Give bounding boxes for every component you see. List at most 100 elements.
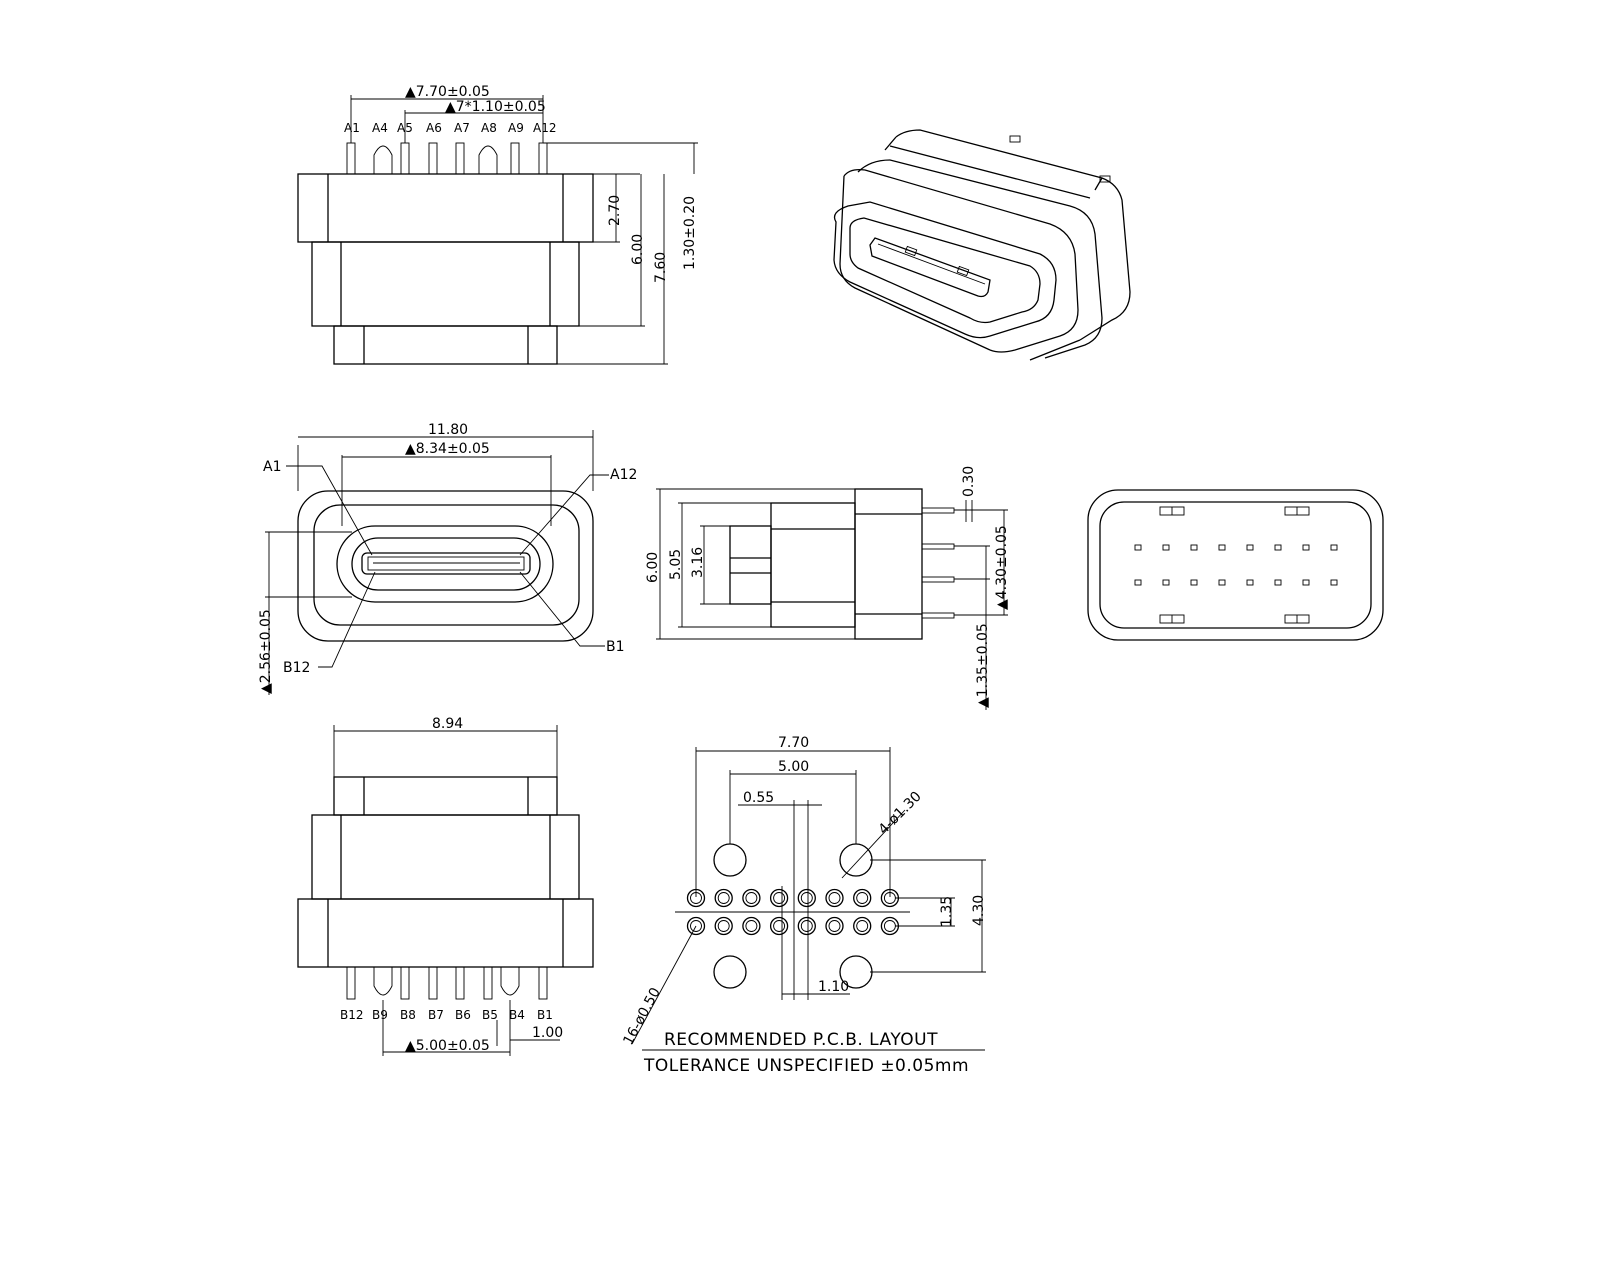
top-view: A1 A4 A5 A6 A7 A8 A9 A12 ▲7.70±0.05 ▲7*1… — [297, 84, 698, 365]
rear-view — [1087, 489, 1384, 641]
pin-shape — [500, 967, 520, 996]
pin-hole-inner — [773, 892, 786, 904]
side-view: 6.00 5.05 3.16 0.30 ▲4.30±0.05 ▲1.35±0.0… — [645, 466, 1010, 710]
dim-pin-spacing: ▲4.30±0.05 — [994, 525, 1010, 610]
dim-pcb-outer: 7.70 — [778, 735, 809, 751]
dim-bottom-width: 8.94 — [432, 716, 463, 732]
pin-hole — [714, 888, 733, 908]
dim-pcb-row-gap: 1.35 — [939, 896, 955, 927]
pin-hole-inner — [717, 892, 730, 904]
pin-label-a9: A9 — [508, 121, 524, 135]
pcb-tolerance-note: TOLERANCE UNSPECIFIED ±0.05mm — [643, 1056, 969, 1076]
pin-shape — [428, 966, 438, 1000]
pin-hole — [769, 888, 789, 908]
pin-hole-inner — [717, 920, 730, 932]
pin-hole-inner — [856, 920, 869, 932]
dim-pin-pitch: ▲7*1.10±0.05 — [445, 99, 546, 115]
pin-shape — [455, 142, 465, 175]
pin-hole-inner — [773, 920, 786, 932]
pin-hole — [1218, 579, 1226, 586]
dim-pin-span: ▲7.70±0.05 — [405, 84, 490, 100]
pin-label-b4: B4 — [509, 1008, 525, 1022]
pin-shape — [400, 966, 410, 1000]
dim-flange: 2.70 — [607, 195, 623, 226]
pin-hole — [1134, 579, 1142, 586]
dim-pcb-pitch: 1.10 — [818, 979, 849, 995]
pin-label-b5: B5 — [482, 1008, 498, 1022]
pin-hole — [714, 916, 733, 936]
dim-pin-length: 1.30±0.20 — [682, 196, 698, 270]
pin-hole — [1330, 579, 1338, 586]
front-view: 11.80 ▲8.34±0.05 ▲2.56±0.05 A1 A12 B12 B… — [258, 422, 637, 695]
pin-hole — [1218, 544, 1226, 551]
pin-hole — [825, 888, 844, 908]
pin-hole — [1162, 544, 1170, 551]
pin-hole-inner — [828, 920, 841, 932]
pin-shape — [483, 966, 493, 1000]
dim-total: 7.60 — [653, 252, 669, 283]
dim-pin-offset: ▲1.35±0.05 — [975, 623, 991, 708]
dim-opening-width: ▲8.34±0.05 — [405, 441, 490, 457]
pin-label-a6: A6 — [426, 121, 442, 135]
dim-pin-diameter: 0.30 — [961, 466, 977, 497]
pin-shape — [400, 142, 410, 175]
dim-side-plug: 3.16 — [690, 547, 706, 578]
dim-pcb-pin-holes: 16-ø0.50 — [620, 985, 664, 1048]
pin-hole — [1134, 544, 1142, 551]
pin-label-b6: B6 — [455, 1008, 471, 1022]
pin-shape — [373, 967, 393, 996]
pin-shape — [510, 142, 520, 175]
dim-bottom-span: ▲5.00±0.05 — [405, 1038, 490, 1054]
pin-label-a12: A12 — [533, 121, 556, 135]
bottom-pin-shapes — [346, 966, 548, 1000]
pin-label-a7: A7 — [454, 121, 470, 135]
isometric-view — [833, 129, 1131, 361]
pin-hole — [1190, 544, 1198, 551]
pin-hole — [1190, 579, 1198, 586]
pin-shape — [538, 966, 548, 1000]
pin-label-a1: A1 — [344, 121, 360, 135]
pin-shape — [346, 966, 356, 1000]
pin-hole — [686, 916, 706, 936]
pin-hole-inner — [828, 892, 841, 904]
pin-hole — [797, 888, 816, 908]
peg-hole — [713, 955, 747, 989]
dim-pcb-hole: 0.55 — [743, 790, 774, 806]
pin-label-front-a1: A1 — [263, 459, 281, 475]
pin-hole-inner — [745, 892, 758, 904]
pin-hole-inner — [745, 920, 758, 932]
pin-hole — [1302, 544, 1310, 551]
pin-hole-inner — [856, 892, 869, 904]
pin-hole — [853, 916, 872, 936]
dim-front-width: 11.80 — [428, 422, 468, 438]
pin-hole — [1162, 579, 1170, 586]
pin-hole — [1274, 579, 1282, 586]
dim-body: 6.00 — [630, 234, 646, 265]
dim-side-height: 6.00 — [645, 552, 661, 583]
pin-hole-inner — [690, 920, 702, 932]
pin-label-front-a12: A12 — [610, 467, 637, 483]
bottom-view: 8.94 B12 B9 B8 B7 B6 B5 B4 B1 ▲5.00±0.05… — [297, 716, 594, 1056]
pin-hole — [853, 888, 872, 908]
dim-pcb-pegs: 5.00 — [778, 759, 809, 775]
dim-side-inner: 5.05 — [668, 549, 684, 580]
pin-hole — [1246, 544, 1254, 551]
pin-hole — [1246, 579, 1254, 586]
dim-opening-height: ▲2.56±0.05 — [258, 609, 274, 694]
top-pin-shapes — [346, 142, 548, 175]
pcb-layout: 7.70 5.00 0.55 4-ø1.30 1.35 4.30 1.10 16… — [620, 735, 987, 1076]
pin-shape — [538, 142, 548, 175]
peg-hole — [839, 843, 873, 877]
pin-hole-inner — [800, 892, 813, 904]
pin-label-b8: B8 — [400, 1008, 416, 1022]
pin-hole-inner — [800, 920, 813, 932]
pin-hole — [1302, 579, 1310, 586]
dim-peg-holes: 4-ø1.30 — [876, 789, 925, 838]
pcb-pin-holes — [686, 888, 900, 936]
pin-hole — [769, 916, 789, 936]
pin-label-b1: B1 — [537, 1008, 553, 1022]
pin-hole — [742, 916, 761, 936]
pin-hole — [825, 916, 844, 936]
peg-hole — [713, 843, 747, 877]
dim-bottom-pitch: 1.00 — [532, 1025, 563, 1041]
